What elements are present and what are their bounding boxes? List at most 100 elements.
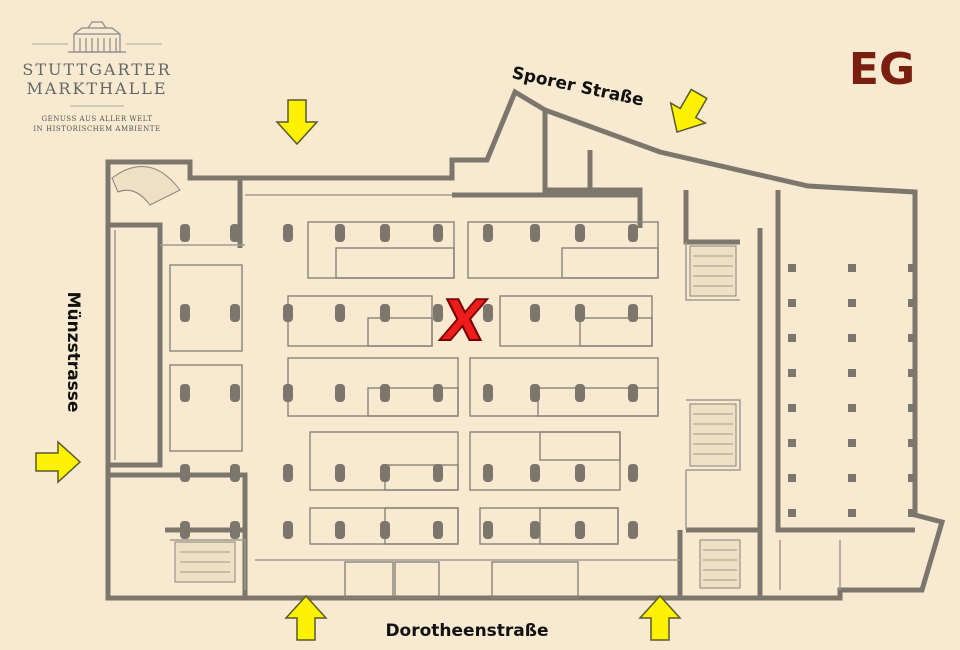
- stall-11: [367, 387, 459, 417]
- pillar: [908, 404, 916, 412]
- pillar: [380, 384, 390, 402]
- entrance-arrow-top-right: [669, 88, 708, 134]
- pillar: [335, 224, 345, 242]
- pillar: [628, 384, 638, 402]
- pillar: [283, 464, 293, 482]
- pillar: [530, 224, 540, 242]
- pillar: [483, 521, 493, 539]
- pillar: [483, 464, 493, 482]
- pillar: [628, 304, 638, 322]
- pillar: [180, 384, 190, 402]
- pillar: [433, 304, 443, 322]
- pillar: [788, 299, 796, 307]
- pillar: [230, 384, 240, 402]
- pillar: [283, 384, 293, 402]
- pillar: [848, 369, 856, 377]
- pillar: [283, 521, 293, 539]
- pillar: [230, 464, 240, 482]
- stall-5: [561, 247, 659, 279]
- pillar: [483, 384, 493, 402]
- pillar: [788, 404, 796, 412]
- pillar: [788, 334, 796, 342]
- pillar: [575, 224, 585, 242]
- entrance-arrow-bottom-right: [638, 594, 682, 641]
- stall-10: [287, 357, 459, 417]
- pillar: [788, 264, 796, 272]
- entrance-arrow-left: [35, 440, 82, 484]
- pillar: [575, 304, 585, 322]
- pillar: [483, 224, 493, 242]
- entrance-arrow-top-left: [275, 99, 319, 146]
- pillar: [530, 521, 540, 539]
- pillar: [848, 404, 856, 412]
- pillar: [283, 224, 293, 242]
- pillar: [848, 334, 856, 342]
- marker-x: X: [436, 289, 491, 354]
- stall-14: [309, 431, 459, 491]
- stall-24: [491, 561, 579, 599]
- stall-22: [344, 561, 394, 599]
- pillar: [788, 439, 796, 447]
- pillar: [180, 224, 190, 242]
- pillar: [335, 304, 345, 322]
- pillar: [380, 464, 390, 482]
- pillar: [908, 474, 916, 482]
- pillar: [908, 369, 916, 377]
- pillar: [908, 334, 916, 342]
- pillar: [848, 299, 856, 307]
- pillars: [180, 224, 916, 539]
- pillar: [230, 304, 240, 322]
- stall-13: [537, 387, 659, 417]
- location-marker: X: [435, 288, 492, 355]
- stall-17: [539, 431, 621, 461]
- logo-tagline-line2: IN HISTORISCHEM AMBIENTE: [33, 125, 160, 133]
- pillar: [848, 439, 856, 447]
- pillar: [908, 299, 916, 307]
- pillar: [335, 384, 345, 402]
- pillar: [180, 304, 190, 322]
- stall-20: [479, 507, 619, 545]
- logo-tagline-line1: GENUSS AUS ALLER WELT: [42, 115, 153, 123]
- stall-23: [394, 561, 440, 599]
- stall-15: [384, 464, 459, 491]
- pillar: [380, 304, 390, 322]
- pillar: [848, 509, 856, 517]
- pillar: [575, 464, 585, 482]
- pillar: [908, 264, 916, 272]
- pillar: [530, 304, 540, 322]
- pillar: [483, 304, 493, 322]
- pillar: [230, 224, 240, 242]
- staircases: [111, 165, 741, 589]
- pillar: [283, 304, 293, 322]
- market-hall-building-icon: [68, 21, 126, 53]
- stall-6: [287, 295, 433, 347]
- pillar: [180, 521, 190, 539]
- pillar: [908, 509, 916, 517]
- floor-label: EG: [849, 44, 915, 95]
- pillar: [848, 264, 856, 272]
- stall-7: [367, 317, 433, 347]
- pillar: [628, 521, 638, 539]
- pillar: [433, 384, 443, 402]
- stall-8: [499, 295, 653, 347]
- entrance-arrow-bottom-left: [284, 594, 328, 641]
- logo-name-line1: STUTTGARTER: [22, 60, 171, 79]
- pillar: [530, 384, 540, 402]
- pillar: [575, 521, 585, 539]
- stall-16: [469, 431, 621, 491]
- stall-0: [169, 264, 243, 352]
- logo-name-line2: MARKTHALLE: [26, 79, 167, 98]
- pillar: [335, 464, 345, 482]
- pillar: [628, 224, 638, 242]
- stall-19: [384, 507, 459, 545]
- logo: STUTTGARTER MARKTHALLE GENUSS AUS ALLER …: [22, 21, 171, 133]
- stall-3: [335, 247, 455, 279]
- pillar: [230, 521, 240, 539]
- pillar: [628, 464, 638, 482]
- pillar: [335, 521, 345, 539]
- pillar: [788, 474, 796, 482]
- pillar: [380, 521, 390, 539]
- pillar: [575, 384, 585, 402]
- stall-9: [579, 317, 653, 347]
- interior-lines: [114, 194, 841, 590]
